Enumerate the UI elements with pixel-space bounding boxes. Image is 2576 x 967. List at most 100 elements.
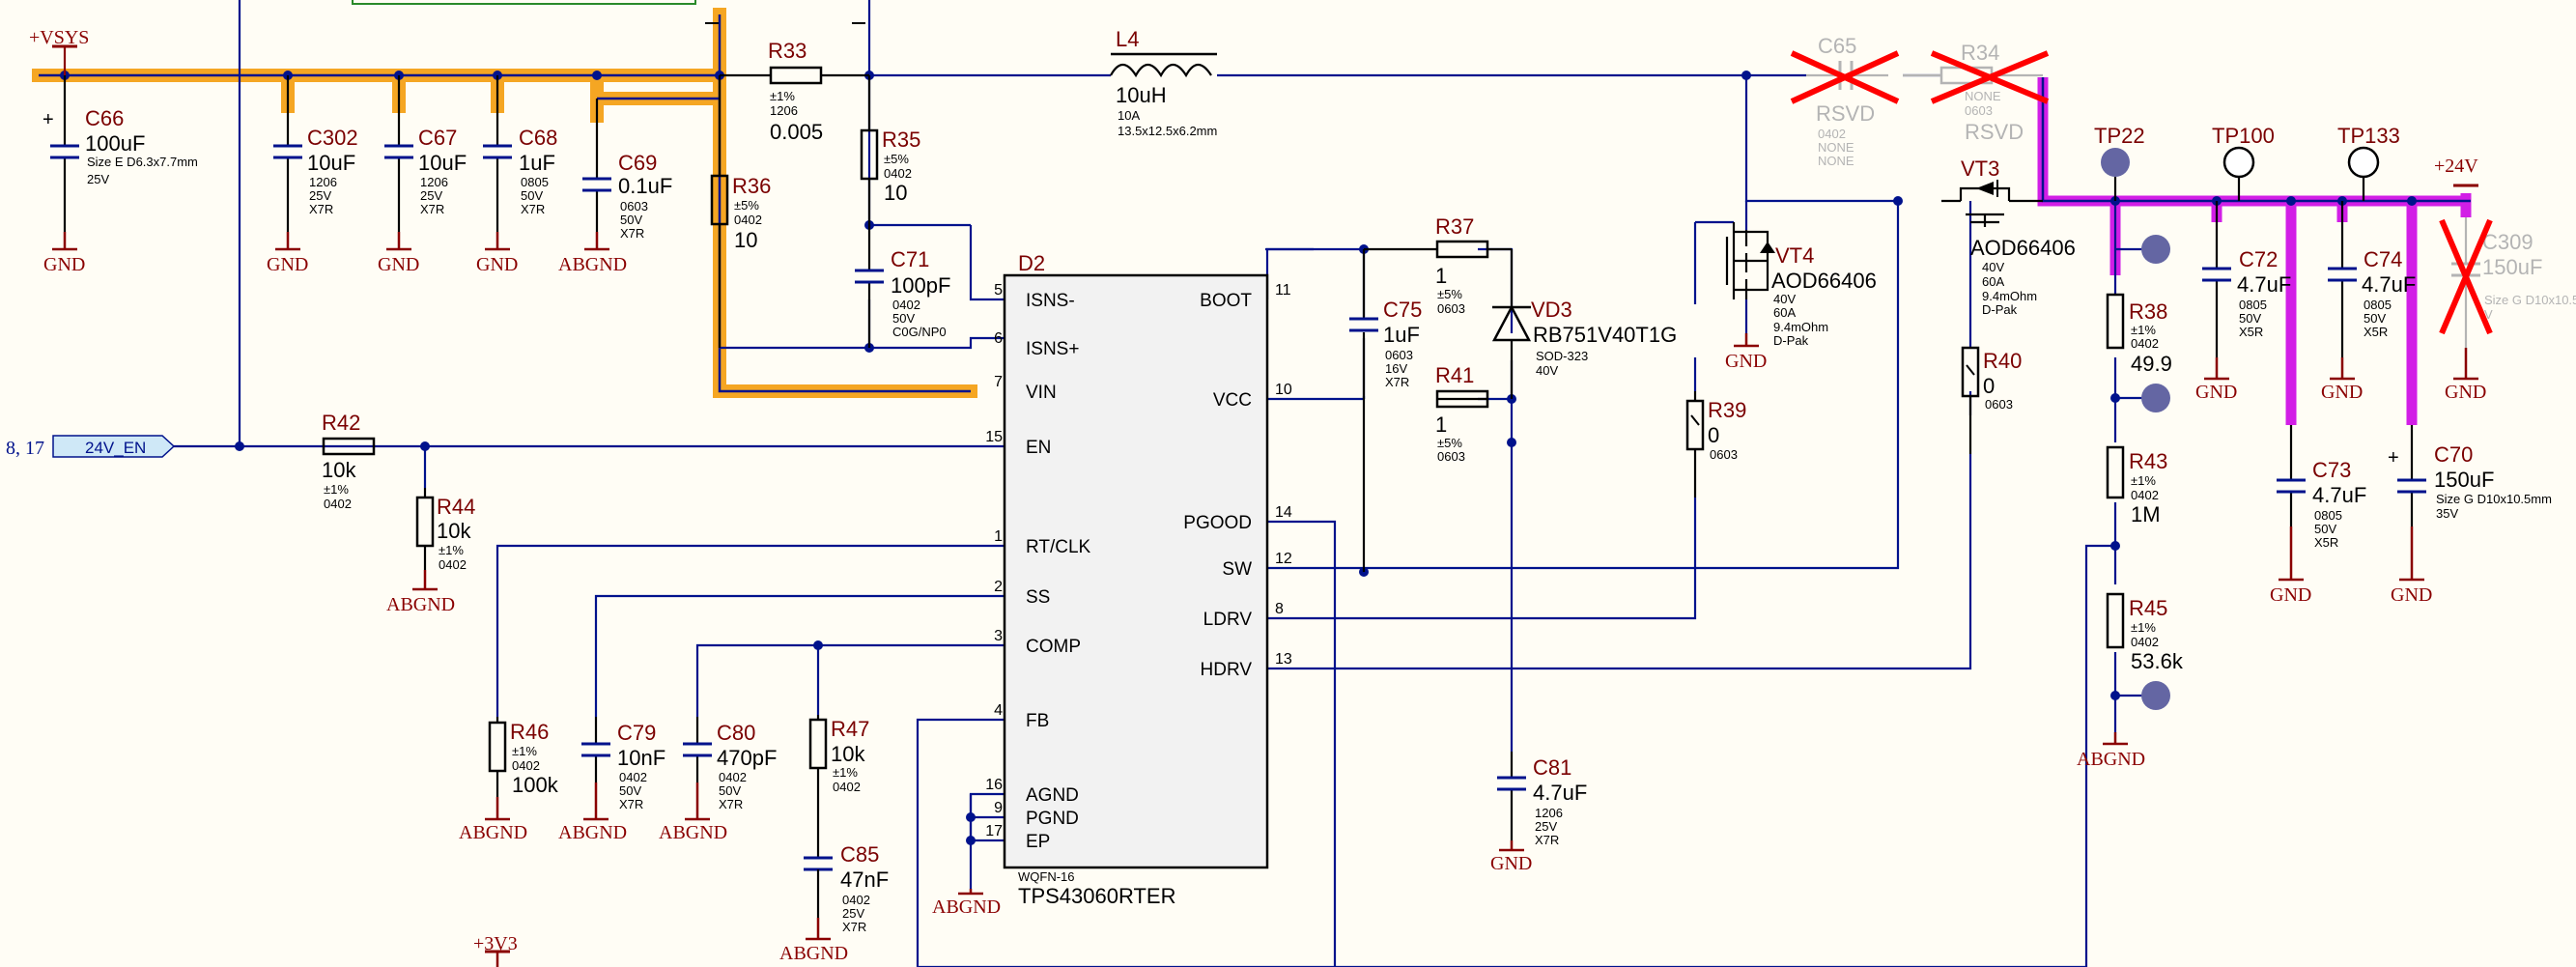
res-r36[interactable]: R36 ±5% 0402 10: [710, 75, 771, 348]
svg-text:VD3: VD3: [1531, 298, 1572, 322]
v3v3-label: +3V3: [473, 933, 518, 954]
svg-text:C71: C71: [891, 247, 929, 271]
res-r39[interactable]: R39 0 0603: [1685, 391, 1746, 498]
res-r38[interactable]: R38 ±1% 0402 49.9: [2106, 293, 2172, 376]
svg-text:RSVD: RSVD: [1965, 120, 2024, 144]
svg-text:10A: 10A: [1118, 108, 1140, 123]
power-3v3[interactable]: +3V3: [473, 933, 518, 967]
cap-c67[interactable]: C67 10uF 1206 25V X7R: [384, 75, 467, 232]
res-r40[interactable]: R40 0 0603: [1961, 346, 2022, 454]
svg-text:25V: 25V: [420, 188, 442, 203]
power-24v[interactable]: +24V: [2434, 156, 2478, 187]
svg-text:GND: GND: [378, 254, 419, 275]
cap-c68[interactable]: C68 1uF 0805 50V X7R: [483, 75, 557, 232]
svg-text:10uF: 10uF: [418, 151, 467, 175]
ic-pin-number: 7: [994, 374, 1003, 390]
res-r45[interactable]: R45 ±1% 0402 53.6k: [2106, 592, 2184, 673]
inductor-l4[interactable]: L4 10uH 10A 13.5x12.5x6.2mm: [1110, 27, 1217, 138]
ic-pin-number: 9: [994, 800, 1003, 816]
svg-text:10uH: 10uH: [1116, 83, 1167, 107]
cap-c309-dnp[interactable]: C309 150uF Size G D10x10.5m V: [2439, 217, 2576, 348]
svg-text:4.7uF: 4.7uF: [2312, 483, 2366, 507]
svg-text:25V: 25V: [87, 172, 109, 186]
cap-c66[interactable]: + C66 100uF Size E D6.3x7.7mm 25V: [42, 75, 198, 232]
svg-text:0402: 0402: [833, 780, 861, 794]
svg-text:X7R: X7R: [420, 202, 444, 216]
cap-c73[interactable]: C73 4.7uF 0805 50V X5R: [2277, 425, 2366, 550]
ic-pin-number: 3: [994, 628, 1003, 644]
svg-text:R34: R34: [1961, 41, 1999, 65]
svg-text:C302: C302: [307, 126, 358, 150]
ic-d2[interactable]: D2 WQFN-16 TPS43060RTER 5ISNS-6ISNS+7VIN…: [985, 251, 1292, 908]
svg-text:ABGND: ABGND: [932, 896, 1001, 918]
svg-text:Size G D10x10.5m: Size G D10x10.5m: [2484, 293, 2576, 307]
svg-text:D-Pak: D-Pak: [1773, 333, 1809, 348]
svg-text:53.6k: 53.6k: [2131, 649, 2184, 673]
res-r34-dnp[interactable]: R34 NONE 0603 RSVD: [1903, 41, 2050, 144]
res-r46[interactable]: R46 ±1% 0402 100k: [488, 717, 559, 797]
cap-c80[interactable]: C80 470pF 0402 50V X7R: [683, 717, 777, 811]
svg-text:9.4mOhm: 9.4mOhm: [1982, 289, 2037, 303]
svg-text:RB751V40T1G: RB751V40T1G: [1533, 323, 1677, 347]
probe-points[interactable]: [2141, 235, 2170, 710]
res-r43[interactable]: R43 ±1% 0402 1M: [2106, 445, 2167, 526]
svg-text:13.5x12.5x6.2mm: 13.5x12.5x6.2mm: [1118, 124, 1217, 138]
svg-text:GND: GND: [2270, 584, 2311, 606]
ic-pin-name: VIN: [1026, 383, 1057, 403]
svg-text:R33: R33: [768, 39, 807, 63]
res-r42[interactable]: R42 10k ±1% 0402: [322, 411, 376, 511]
res-r41[interactable]: R41 1 ±5% 0603: [1435, 363, 1489, 464]
svg-text:NONE: NONE: [1818, 140, 1854, 155]
cap-c72[interactable]: C72 4.7uF 0805 50V X5R: [2202, 201, 2291, 357]
svg-text:0402: 0402: [842, 893, 870, 907]
ic-pin-number: 14: [1275, 504, 1292, 521]
svg-text:±1%: ±1%: [2131, 620, 2156, 635]
res-r47[interactable]: R47 10k ±1% 0402: [808, 715, 869, 858]
input-net-highlight: [32, 8, 977, 398]
svg-text:25V: 25V: [1535, 819, 1557, 834]
svg-text:25V: 25V: [309, 188, 331, 203]
svg-text:ABGND: ABGND: [779, 943, 848, 964]
ic-pin-name: ISNS+: [1026, 339, 1079, 359]
res-r35[interactable]: R35 ±5% 0402 10: [860, 75, 920, 225]
res-r33[interactable]: R33 ±1% 1206 0.005: [720, 39, 869, 144]
cap-c79[interactable]: C79 10nF 0402 50V X7R: [581, 717, 665, 811]
svg-text:GND: GND: [476, 254, 518, 275]
cap-c70[interactable]: + C70 150uF Size G D10x10.5mm 35V: [2388, 425, 2552, 526]
cap-c75[interactable]: C75 1uF 0603 16V X7R: [1349, 249, 1422, 572]
svg-text:1206: 1206: [770, 103, 798, 118]
svg-text:C65: C65: [1818, 34, 1856, 58]
svg-text:±1%: ±1%: [2131, 473, 2156, 488]
svg-text:GND: GND: [43, 254, 85, 275]
cap-c81[interactable]: C81 4.7uF 1206 25V X7R: [1497, 752, 1587, 847]
mosfet-vt3[interactable]: VT3 AOD66406 40V 60A 9.4mOhm D-Pak: [1941, 156, 2076, 317]
svg-text:GND: GND: [2195, 382, 2237, 403]
cap-c69[interactable]: C69 0.1uF 0603 50V X7R: [582, 99, 672, 241]
diode-vd3[interactable]: VD3 RB751V40T1G SOD-323 40V: [1491, 249, 1677, 399]
cap-c85[interactable]: C85 47nF 0402 25V X7R: [804, 842, 889, 934]
cap-c74[interactable]: C74 4.7uF 0805 50V X5R: [2328, 201, 2416, 357]
res-r44[interactable]: R44 10k ±1% 0402: [415, 488, 475, 572]
svg-text:0603: 0603: [1965, 103, 1993, 118]
mosfet-vt4[interactable]: VT4 AOD66406 40V 60A 9.4mOhm D-Pak: [1725, 222, 1877, 348]
ground-symbols: [52, 232, 2478, 941]
testpoint-tp22[interactable]: TP22: [2094, 124, 2145, 201]
svg-text:C68: C68: [519, 126, 557, 150]
res-r37[interactable]: R37 1 ±5% 0603: [1364, 214, 1512, 316]
net-port-24v-en[interactable]: 8, 17 24V_EN: [6, 435, 176, 459]
svg-text:C85: C85: [840, 842, 879, 867]
cap-c71[interactable]: C71 100pF 0402 50V C0G/NP0: [855, 225, 950, 348]
cap-c302[interactable]: C302 10uF 1206 25V X7R: [273, 75, 358, 232]
svg-text:0402: 0402: [892, 298, 920, 312]
testpoint-tp133[interactable]: TP133: [2337, 124, 2400, 201]
svg-text:10: 10: [884, 181, 907, 205]
svg-text:C66: C66: [85, 106, 124, 130]
power-vsys[interactable]: +VSYS: [29, 27, 89, 75]
svg-text:40V: 40V: [1773, 292, 1796, 306]
cap-c65-dnp[interactable]: C65 RSVD 0402 NONE NONE: [1790, 34, 1900, 168]
svg-text:R35: R35: [882, 128, 920, 152]
testpoint-tp100[interactable]: TP100: [2212, 124, 2275, 201]
svg-text:AOD66406: AOD66406: [1771, 269, 1877, 293]
svg-text:±1%: ±1%: [2131, 323, 2156, 337]
